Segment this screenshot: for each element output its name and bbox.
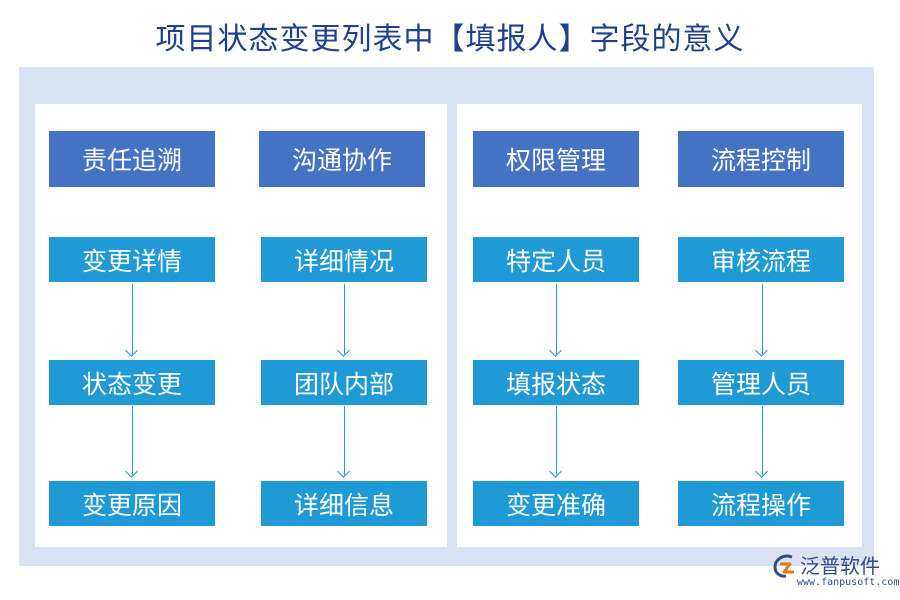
logo-url: www.fanpusoft.com xyxy=(797,577,900,588)
column-header: 责任追溯 xyxy=(49,131,215,187)
column-item: 变更准确 xyxy=(473,481,639,526)
column-item: 特定人员 xyxy=(473,237,639,282)
column-item: 状态变更 xyxy=(49,360,215,405)
flow-arrow xyxy=(344,284,345,354)
column-item: 流程操作 xyxy=(678,481,844,526)
flow-arrow xyxy=(556,406,557,475)
flow-arrow xyxy=(132,406,133,475)
column-item: 详细信息 xyxy=(261,481,427,526)
column-item: 变更详情 xyxy=(49,237,215,282)
column-item: 详细情况 xyxy=(261,237,427,282)
column-item: 变更原因 xyxy=(49,481,215,526)
flow-arrow xyxy=(132,284,133,354)
flow-arrow xyxy=(762,406,763,475)
column-header: 沟通协作 xyxy=(259,131,425,187)
column-header: 流程控制 xyxy=(678,131,844,187)
fanpu-logo-icon xyxy=(773,554,794,578)
flow-arrow xyxy=(344,406,345,475)
column-item: 团队内部 xyxy=(261,360,427,405)
logo-name: 泛普软件 xyxy=(800,554,880,578)
column-item: 填报状态 xyxy=(473,360,639,405)
brand-logo: 泛普软件 www.fanpusoft.com xyxy=(770,548,899,594)
column-item: 管理人员 xyxy=(678,360,844,405)
flow-arrow xyxy=(556,284,557,354)
page-title: 项目状态变更列表中【填报人】字段的意义 xyxy=(155,22,745,57)
column-item: 审核流程 xyxy=(678,237,844,282)
column-header: 权限管理 xyxy=(473,131,639,187)
flow-arrow xyxy=(762,284,763,354)
